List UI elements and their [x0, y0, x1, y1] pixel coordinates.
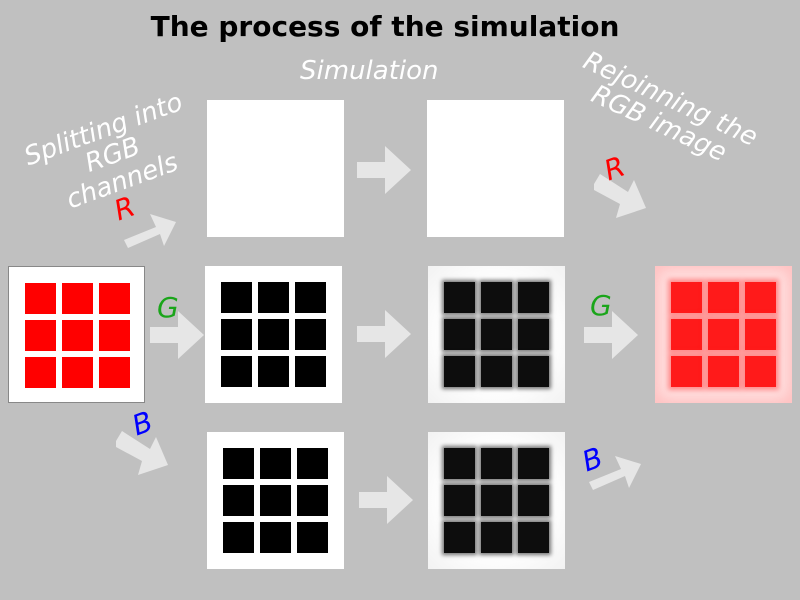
grid-square [444, 522, 475, 553]
simulation-label: Simulation [300, 56, 439, 86]
grid-square [481, 448, 512, 479]
grid-square [481, 282, 512, 313]
rejoining-label: Rejoinning the RGB image [567, 46, 763, 177]
grid-square [260, 522, 291, 553]
output-square-grid [671, 282, 776, 387]
grid-square [481, 522, 512, 553]
grid-square [671, 319, 702, 350]
grid-square [708, 319, 739, 350]
grid-square [297, 485, 328, 516]
grid-square [295, 319, 326, 350]
b-channel-input [207, 432, 344, 569]
grid-square [258, 356, 289, 387]
sim-g-arrow-icon [357, 310, 411, 358]
split-r-arrow-icon [124, 214, 176, 248]
grid-square [99, 357, 130, 388]
grid-square [25, 320, 56, 351]
split-r-label: R [109, 189, 140, 228]
grid-square [99, 283, 130, 314]
grid-square [62, 357, 93, 388]
grid-square [671, 282, 702, 313]
grid-square [297, 522, 328, 553]
b-channel-output [428, 432, 565, 569]
split-b-arrow-icon [116, 431, 168, 475]
grid-square [62, 283, 93, 314]
grid-square [444, 356, 475, 387]
sim-r-arrow-icon [357, 146, 411, 194]
grid-square [518, 448, 549, 479]
grid-square [62, 320, 93, 351]
g-input-square-grid [221, 282, 326, 387]
grid-square [99, 320, 130, 351]
grid-square [671, 356, 702, 387]
grid-square [25, 357, 56, 388]
grid-square [481, 319, 512, 350]
grid-square [221, 282, 252, 313]
r-channel-output [427, 100, 564, 237]
grid-square [481, 356, 512, 387]
grid-square [223, 485, 254, 516]
diagram-title: The process of the simulation [150, 10, 620, 43]
grid-square [258, 282, 289, 313]
grid-square [745, 356, 776, 387]
grid-square [260, 448, 291, 479]
sim-b-arrow-icon [359, 476, 413, 524]
grid-square [745, 319, 776, 350]
grid-square [258, 319, 289, 350]
grid-square [223, 522, 254, 553]
output-rgb-image [655, 266, 792, 403]
grid-square [481, 485, 512, 516]
join-r-arrow-icon [594, 174, 646, 218]
r-channel-input [207, 100, 344, 237]
input-square-grid [25, 283, 130, 388]
grid-square [518, 485, 549, 516]
b-input-square-grid [223, 448, 328, 553]
grid-square [297, 448, 328, 479]
grid-square [25, 283, 56, 314]
grid-square [260, 485, 291, 516]
grid-square [518, 319, 549, 350]
grid-square [745, 282, 776, 313]
grid-square [444, 319, 475, 350]
grid-square [518, 522, 549, 553]
grid-square [518, 282, 549, 313]
split-g-label: G [157, 291, 179, 324]
grid-square [295, 282, 326, 313]
grid-square [444, 485, 475, 516]
g-output-square-grid [444, 282, 549, 387]
grid-square [223, 448, 254, 479]
grid-square [518, 356, 549, 387]
grid-square [708, 356, 739, 387]
grid-square [221, 356, 252, 387]
grid-square [708, 282, 739, 313]
join-b-arrow-icon [589, 456, 641, 490]
grid-square [444, 282, 475, 313]
g-channel-input [205, 266, 342, 403]
grid-square [295, 356, 326, 387]
join-g-label: G [590, 289, 612, 322]
grid-square [444, 448, 475, 479]
join-g-arrow-icon [584, 311, 638, 359]
input-rgb-image [8, 266, 145, 403]
g-channel-output [428, 266, 565, 403]
grid-square [221, 319, 252, 350]
b-output-square-grid [444, 448, 549, 553]
split-g-arrow-icon [150, 311, 204, 359]
